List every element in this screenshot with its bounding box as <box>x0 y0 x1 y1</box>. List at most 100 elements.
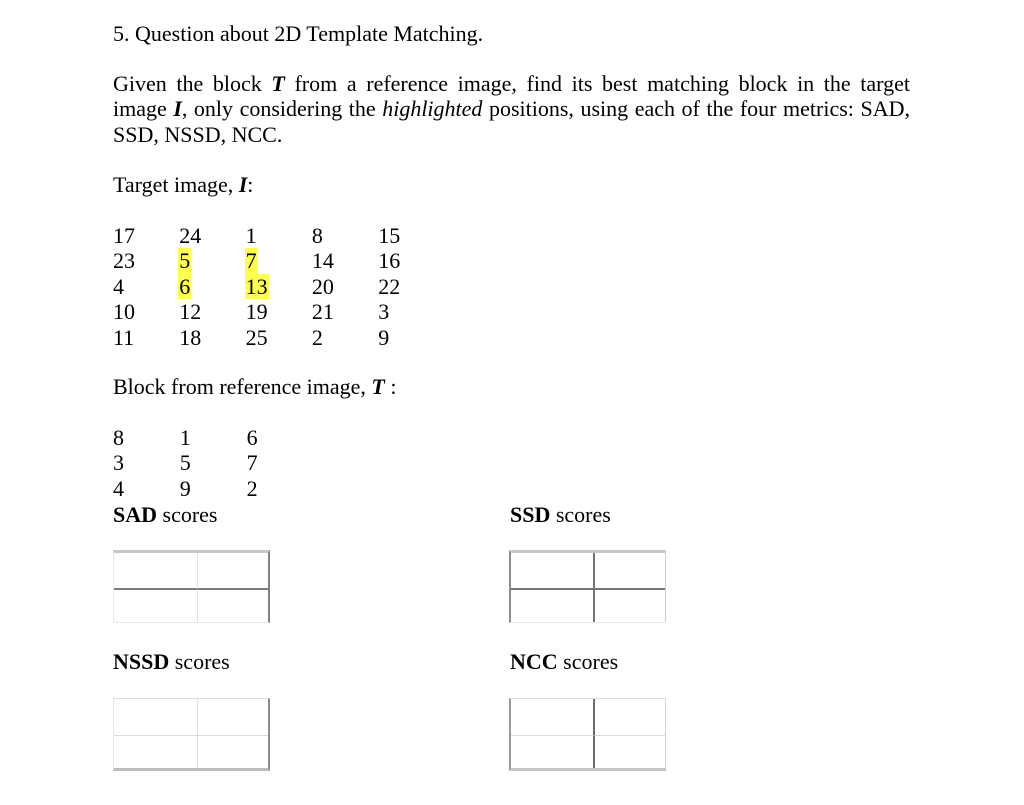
score-cell-empty[interactable] <box>198 736 268 768</box>
cell-value: 16 <box>378 248 401 274</box>
label-text: Block from reference image, <box>113 374 372 399</box>
score-cell-empty[interactable] <box>114 699 198 736</box>
target-image-matrix: 17 24 1 8 15 23 5 7 14 16 4 6 13 20 22 1… <box>113 223 444 350</box>
score-cell-empty[interactable] <box>595 590 665 622</box>
score-cell-empty[interactable] <box>595 736 665 768</box>
nssd-score-table <box>113 698 270 771</box>
matrix-cell: 23 <box>113 248 179 273</box>
score-cell-empty[interactable] <box>114 590 198 622</box>
intro-line-1: Given the block T from a reference image… <box>113 71 910 96</box>
matrix-cell: 3 <box>113 450 180 475</box>
matrix-cell: 1 <box>246 223 312 248</box>
cell-value: 20 <box>311 273 334 299</box>
heading-text: scores <box>550 502 611 527</box>
matrix-row: 8 1 6 <box>113 425 313 450</box>
target-image-label: Target image, I: <box>113 172 253 198</box>
matrix-cell: 10 <box>113 299 179 324</box>
cell-value: 9 <box>179 475 191 501</box>
cell-value: 22 <box>378 273 401 299</box>
matrix-cell: 2 <box>312 325 378 350</box>
matrix-row: 4 6 13 20 22 <box>113 273 444 300</box>
cell-value: 6 <box>178 273 192 300</box>
matrix-cell-highlighted: 6 <box>178 273 245 300</box>
cell-value: 2 <box>246 475 258 501</box>
cell-value: 13 <box>244 273 269 300</box>
matrix-cell: 11 <box>113 325 179 350</box>
label-text: : <box>247 172 254 197</box>
cell-value: 7 <box>246 450 258 476</box>
score-cell-empty[interactable] <box>114 736 198 768</box>
symbol-T: T <box>271 71 285 96</box>
matrix-cell: 8 <box>312 223 378 248</box>
matrix-cell: 2 <box>247 476 314 501</box>
cell-value: 23 <box>113 248 135 274</box>
score-cell-empty[interactable] <box>198 553 268 590</box>
score-cell-empty[interactable] <box>511 553 595 590</box>
matrix-cell-highlighted: 13 <box>244 273 312 300</box>
cell-value: 8 <box>311 223 323 248</box>
cell-value: 24 <box>179 223 202 248</box>
matrix-row: 10 12 19 21 3 <box>113 299 444 324</box>
highlighted-word: highlighted <box>382 96 483 122</box>
score-cell-empty[interactable] <box>595 553 665 590</box>
question-title: 5. Question about 2D Template Matching. <box>113 21 484 46</box>
cell-value: 12 <box>179 299 202 325</box>
matrix-cell: 16 <box>378 248 444 273</box>
reference-block-matrix: 8 1 6 3 5 7 4 9 2 <box>113 425 313 501</box>
heading-text: scores <box>157 502 218 527</box>
symbol-I: I <box>173 96 182 122</box>
intro-text: image <box>113 96 174 122</box>
intro-text: Given the block <box>113 71 272 96</box>
cell-value: 18 <box>179 324 202 350</box>
reference-block-label: Block from reference image, T : <box>113 374 396 400</box>
cell-value: 9 <box>378 324 390 350</box>
intro-line-2: image I, only considering the highlighte… <box>113 96 910 121</box>
cell-value: 17 <box>113 223 135 248</box>
cell-value: 14 <box>311 248 334 274</box>
intro-text: , only considering the <box>181 96 383 122</box>
cell-value: 15 <box>378 223 401 248</box>
score-cell-empty[interactable] <box>511 736 595 768</box>
matrix-cell: 25 <box>246 325 312 350</box>
matrix-cell: 22 <box>378 274 444 299</box>
score-cell-empty[interactable] <box>511 699 595 736</box>
intro-text: from a reference image, find its best ma… <box>284 71 910 96</box>
cell-value: 3 <box>113 450 124 476</box>
score-cell-empty[interactable] <box>595 699 665 736</box>
heading-text: scores <box>169 649 230 674</box>
score-cell-empty[interactable] <box>198 590 268 622</box>
matrix-row: 23 5 7 14 16 <box>113 248 444 274</box>
matrix-cell: 12 <box>179 299 245 324</box>
cell-value: 21 <box>311 299 334 325</box>
matrix-cell: 15 <box>378 223 444 248</box>
score-cell-empty[interactable] <box>114 553 198 590</box>
cell-value: 1 <box>179 425 191 450</box>
matrix-cell: 14 <box>312 248 378 273</box>
sad-score-table <box>113 550 270 623</box>
score-cell-empty[interactable] <box>198 699 268 736</box>
label-text: : <box>384 374 397 399</box>
matrix-cell: 8 <box>113 425 180 450</box>
intro-text: positions, using each of the four metric… <box>482 96 910 122</box>
matrix-cell: 7 <box>247 450 314 475</box>
matrix-cell-highlighted: 5 <box>178 248 245 274</box>
cell-value: 19 <box>245 299 268 325</box>
matrix-row: 11 18 25 2 9 <box>113 325 444 350</box>
cell-value: 4 <box>113 475 124 501</box>
matrix-cell: 5 <box>180 450 247 475</box>
metric-name: SAD <box>113 502 158 527</box>
matrix-cell: 21 <box>312 299 378 324</box>
cell-value: 11 <box>113 324 135 350</box>
ssd-scores-heading: SSD scores <box>510 502 611 528</box>
cell-value: 25 <box>245 324 268 350</box>
matrix-cell: 4 <box>113 274 179 299</box>
matrix-row: 17 24 1 8 15 <box>113 223 444 248</box>
symbol-I: I <box>238 172 248 197</box>
ncc-scores-heading: NCC scores <box>510 649 618 675</box>
score-cell-empty[interactable] <box>511 590 595 622</box>
label-text: Target image, <box>113 172 239 197</box>
cell-value: 7 <box>244 248 258 274</box>
metric-name: NSSD <box>113 649 170 674</box>
matrix-cell: 3 <box>378 299 444 324</box>
